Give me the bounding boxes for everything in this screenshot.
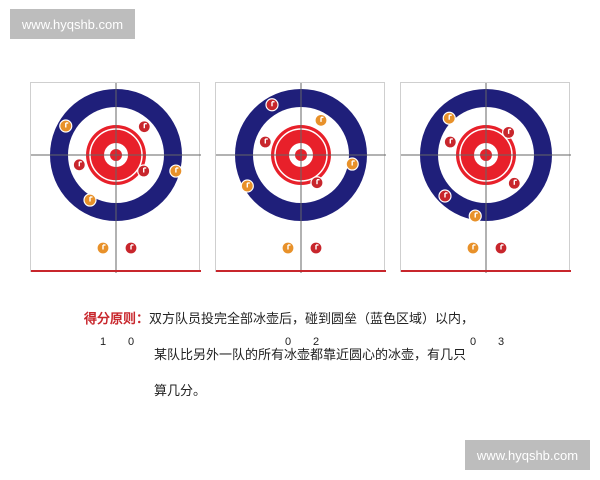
watermark-text: www.hyqshb.com xyxy=(21,16,124,32)
red-stone xyxy=(124,241,138,255)
orange-stone xyxy=(96,241,110,255)
watermark-bottom: www.hyqshb.com xyxy=(465,440,590,470)
red-stone xyxy=(137,164,151,178)
orange-stone xyxy=(240,179,254,193)
watermark-text: www.hyqshb.com xyxy=(476,447,579,463)
orange-stone xyxy=(83,193,97,207)
score-red: 2 xyxy=(312,336,320,348)
orange-stone xyxy=(466,241,480,255)
red-stone xyxy=(438,189,452,203)
red-stone xyxy=(494,241,508,255)
orange-stone xyxy=(345,157,359,171)
rule-text-2: 某队比另外一队的所有冰壶都靠近圆心的冰壶，有几只 xyxy=(154,348,467,363)
red-stone xyxy=(443,135,457,149)
red-stone xyxy=(502,125,516,139)
red-stone xyxy=(72,158,86,172)
score-red: 0 xyxy=(127,336,135,348)
watermark-top: www.hyqshb.com xyxy=(10,9,135,39)
rule-text-3: 算几分。 xyxy=(154,384,207,399)
score-row: 0 3 xyxy=(401,336,571,352)
orange-stone xyxy=(169,164,183,178)
score-red: 3 xyxy=(497,336,505,348)
curling-sheet-b: 0 2 xyxy=(215,82,386,348)
rule-line-3: 算几分。 xyxy=(154,380,206,399)
orange-stone xyxy=(314,113,328,127)
red-stone xyxy=(137,120,151,134)
orange-stone xyxy=(59,119,73,133)
rule-line-1: 得分原则：双方队员投完全部冰壶后，碰到圆垒（蓝色区域）以内， xyxy=(84,308,474,327)
score-orange: 0 xyxy=(469,336,477,348)
red-stone xyxy=(310,176,324,190)
score-row: 1 0 xyxy=(31,336,201,352)
curling-sheet-a: 1 0 xyxy=(30,82,201,348)
score-orange: 0 xyxy=(284,336,292,348)
red-stone xyxy=(309,241,323,255)
red-stone xyxy=(258,135,272,149)
orange-stone xyxy=(442,111,456,125)
score-orange: 1 xyxy=(99,336,107,348)
curling-house-diagram xyxy=(401,83,571,273)
curling-house-diagram xyxy=(31,83,201,273)
orange-stone xyxy=(281,241,295,255)
rule-line-2: 某队比另外一队的所有冰壶都靠近圆心的冰壶，有几只 xyxy=(154,344,466,363)
orange-stone xyxy=(468,209,482,223)
score-row: 0 2 xyxy=(216,336,386,352)
curling-sheet-c: 0 3 xyxy=(400,82,571,348)
red-stone xyxy=(507,176,521,190)
rule-text-1: 双方队员投完全部冰壶后，碰到圆垒（蓝色区域）以内， xyxy=(149,312,475,327)
curling-house-diagram xyxy=(216,83,386,273)
rule-heading: 得分原则： xyxy=(84,312,150,327)
red-stone xyxy=(265,98,279,112)
